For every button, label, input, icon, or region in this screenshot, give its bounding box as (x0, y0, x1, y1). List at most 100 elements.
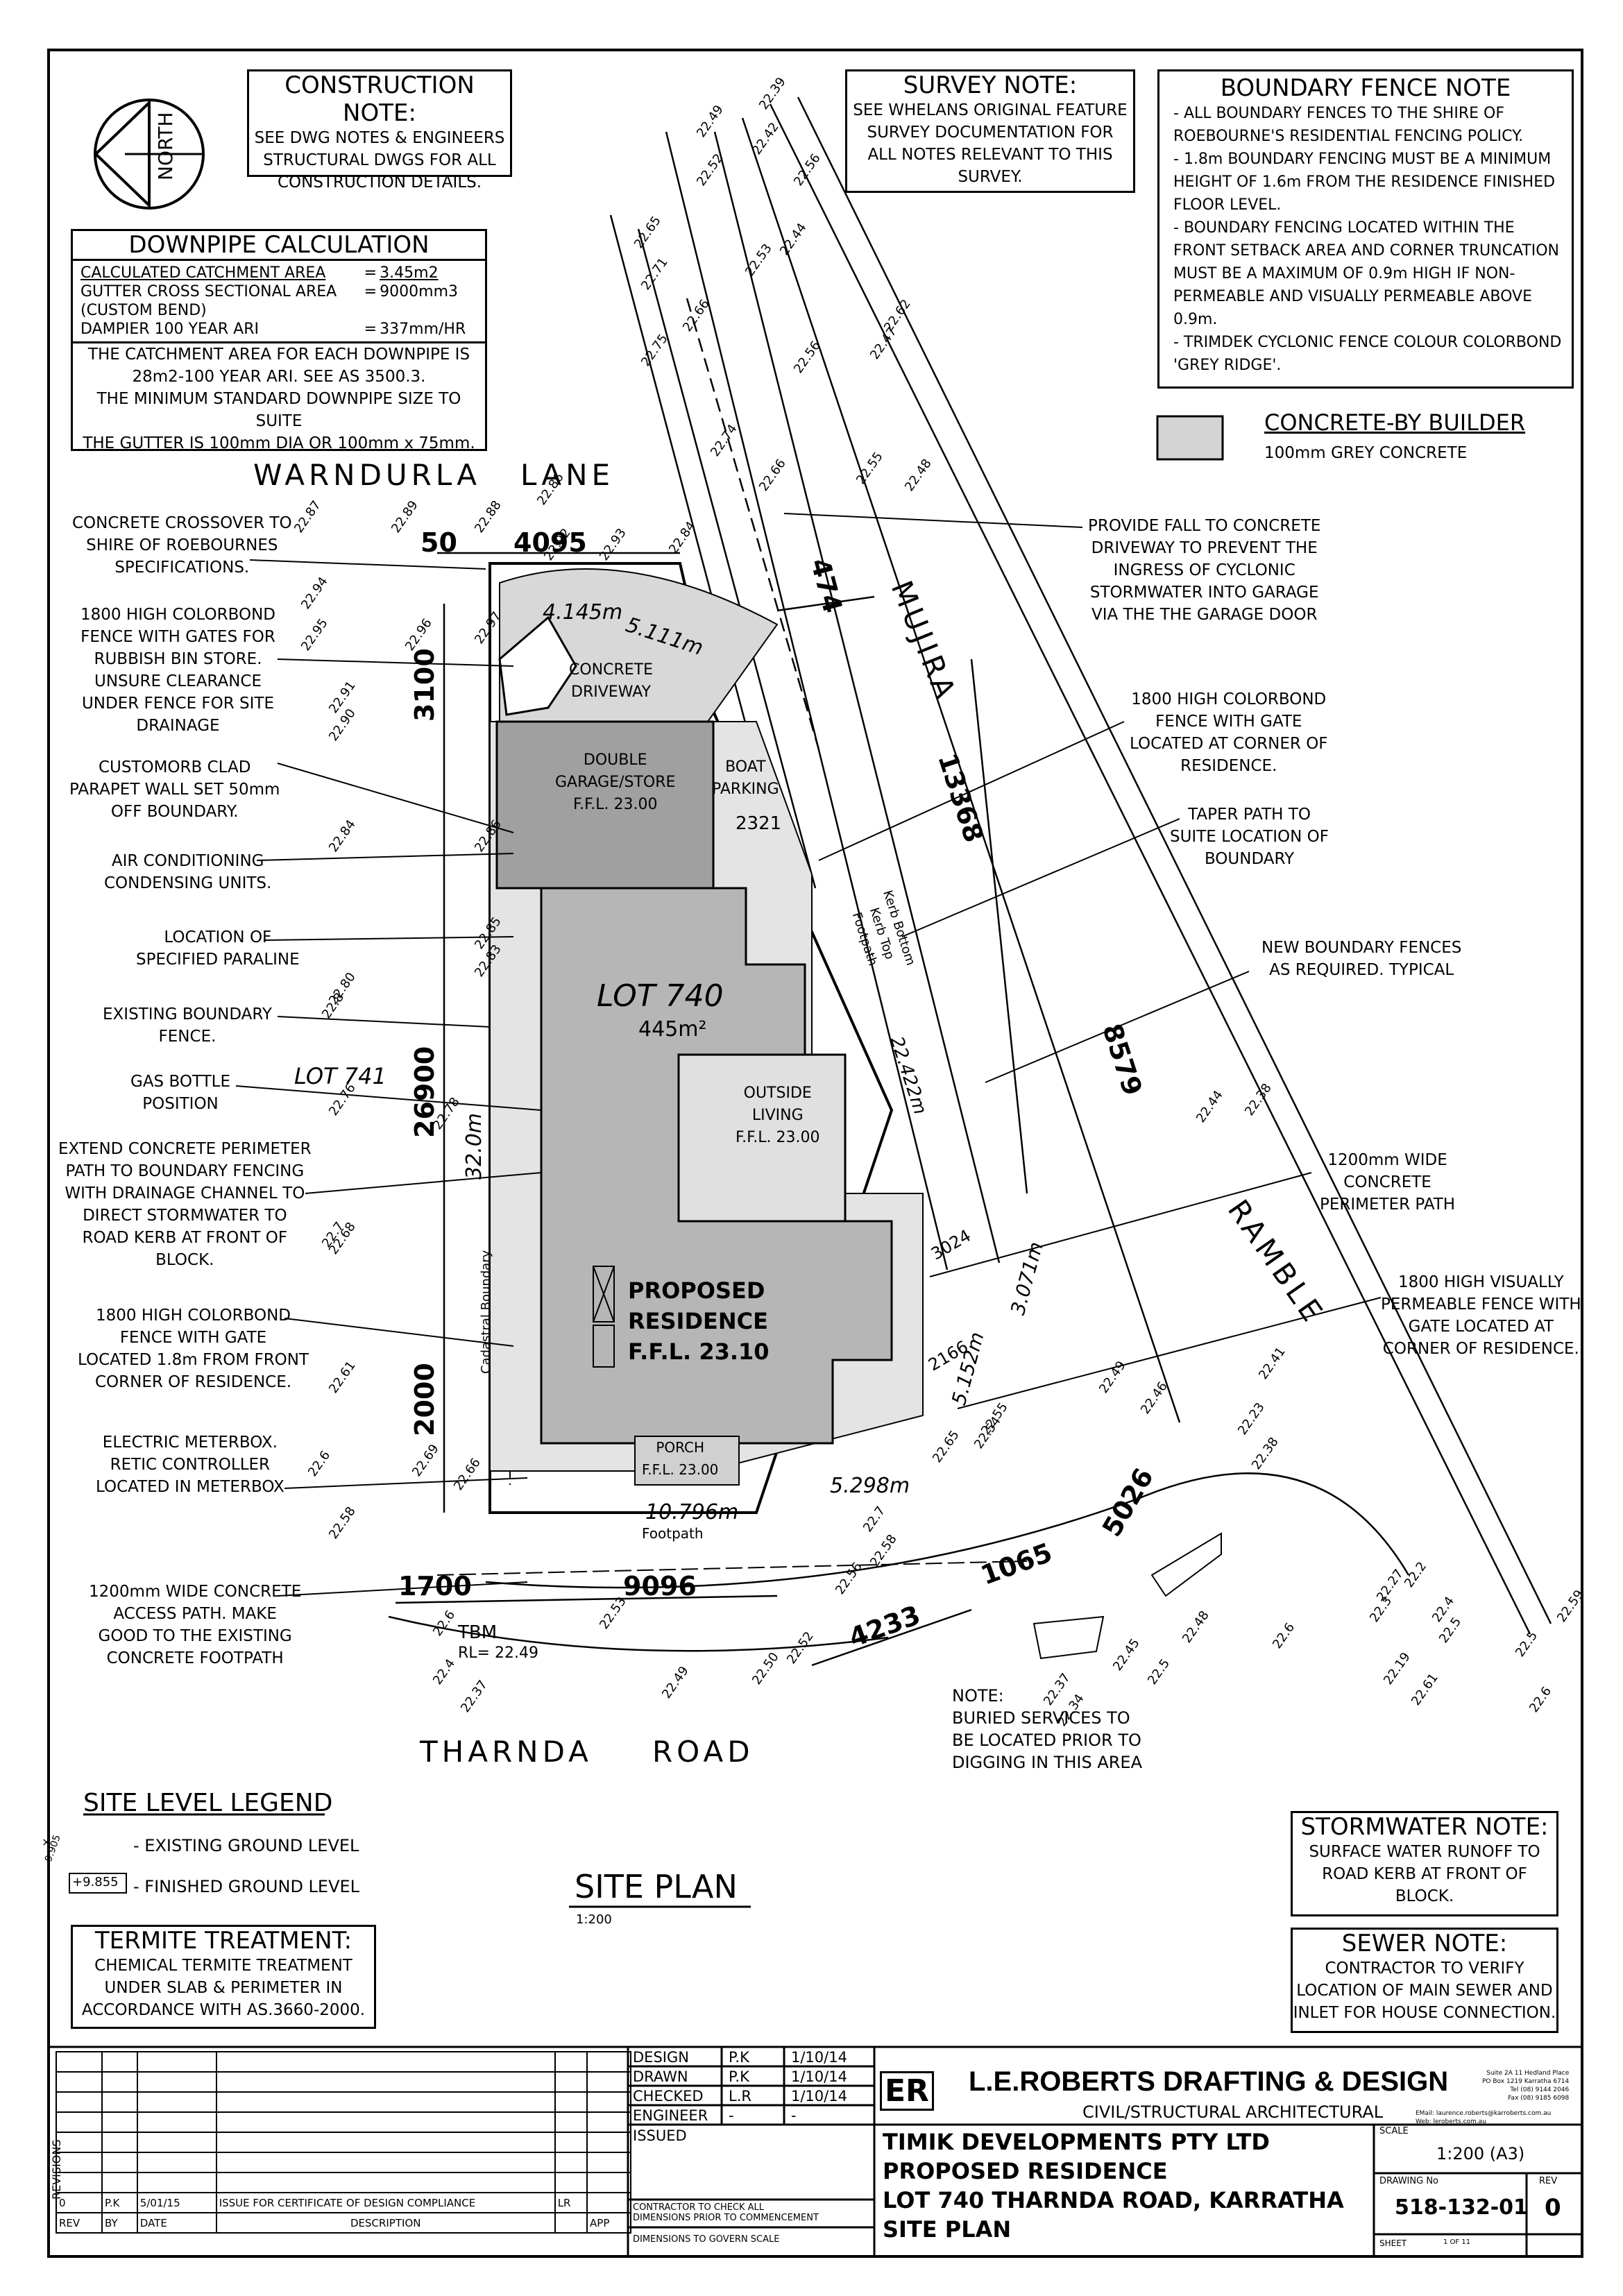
contractor-note: CONTRACTOR TO CHECK ALL DIMENSIONS PRIOR… (633, 2202, 819, 2223)
dim-50: 50 (420, 527, 457, 558)
downpipe-title: DOWNPIPE CALCULATION (73, 231, 485, 261)
stormwater-line: SURFACE WATER RUNOFF TO (1309, 1843, 1540, 1861)
dim-2000: 2000 (409, 1363, 440, 1436)
boundary-fence-note: BOUNDARY FENCE NOTE ALL BOUNDARY FENCES … (1157, 69, 1574, 389)
downpipe-row-label: DAMPIER 100 YEAR ARI (80, 321, 259, 338)
note-paraline: LOCATION OF SPECIFIED PARALINE (136, 928, 300, 969)
downpipe-row-eq: = (364, 321, 377, 338)
north-arrow-icon (94, 99, 205, 210)
site-plan-scale: 1:200 (576, 1912, 612, 1927)
boundary-fence-note-title: BOUNDARY FENCE NOTE (1220, 74, 1511, 102)
downpipe-footer: 28m2-100 YEAR ARI. SEE AS 3500.3. (132, 368, 426, 386)
street-road: ROAD (652, 1735, 754, 1769)
construction-note-line: STRUCTURAL DWGS FOR ALL (263, 151, 496, 169)
signoff-who: P.K (729, 2068, 749, 2085)
rev-header: REV (55, 2212, 103, 2234)
bin-store (498, 615, 577, 716)
sheet-label: SHEET (1379, 2238, 1407, 2248)
downpipe-row-eq: = (364, 264, 377, 282)
rev-date: 5/01/15 (136, 2192, 217, 2213)
dim-3100: 3100 (409, 648, 440, 722)
outside-living-label: OUTSIDE LIVING F.F.L. 23.00 (736, 1085, 820, 1146)
boundary-fence-item: BOUNDARY FENCING LOCATED WITHIN THE FRON… (1173, 216, 1565, 331)
dim-4095: 4095 (513, 527, 587, 558)
survey-note-line: ALL NOTES RELEVANT TO THIS (867, 146, 1113, 164)
lot-label: LOT 740 (597, 978, 724, 1014)
stormwater-line: BLOCK. (1395, 1887, 1454, 1905)
len-4145: 4.145m (543, 600, 623, 624)
boundary-fence-item: TRIMDEK CYCLONIC FENCE COLOUR COLORBOND … (1173, 331, 1565, 377)
rev-header (554, 2212, 588, 2234)
project-line: SITE PLAN (883, 2216, 1012, 2243)
signoff-who: L.R (729, 2088, 751, 2104)
project-line: LOT 740 THARNDA ROAD, KARRATHA (883, 2187, 1344, 2213)
termite-line: UNDER SLAB & PERIMETER IN (104, 1979, 343, 1997)
scale-value: 1:200 (A3) (1436, 2144, 1525, 2163)
porch (634, 1436, 740, 1486)
rev-header: APP (586, 2212, 631, 2234)
buried-services-note: NOTE: BURIED SERVICES TO BE LOCATED PRIO… (952, 1686, 1142, 1772)
note-new-fences: NEW BOUNDARY FENCES AS REQUIRED. TYPICAL (1261, 939, 1462, 979)
downpipe-row-value: 9000mm3 (380, 283, 459, 300)
survey-note-title: SURVEY NOTE: (903, 71, 1078, 99)
rev-chk: LR (554, 2192, 588, 2213)
note-aircon: AIR CONDITIONING CONDENSING UNITS. (104, 852, 272, 892)
dim-1700: 1700 (398, 1571, 472, 1601)
legend-title: SITE LEVEL LEGEND (83, 1789, 333, 1817)
boundary-fence-item: ALL BOUNDARY FENCES TO THE SHIRE OF ROEB… (1173, 102, 1565, 148)
stormwater-note: STORMWATER NOTE: SURFACE WATER RUNOFF TO… (1291, 1811, 1558, 1916)
termite-line: ACCORDANCE WITH AS.3660-2000. (81, 2001, 366, 2019)
len-32: 32.0m (462, 1112, 486, 1180)
rev-label: REV (1539, 2176, 1558, 2186)
street-warndurla: WARNDURLA (253, 458, 481, 492)
note-parapet: CUSTOMORB CLAD PARAPET WALL SET 50mm OFF… (69, 758, 280, 821)
note-driveway-fall: PROVIDE FALL TO CONCRETE DRIVEWAY TO PRE… (1088, 517, 1321, 624)
company-emails: EMail: laurence.roberts@karroberts.com.a… (1416, 2110, 1552, 2125)
len-10796: 10.796m (645, 1500, 739, 1524)
outside-living (677, 1053, 847, 1223)
stormwater-title: STORMWATER NOTE: (1300, 1813, 1549, 1841)
rev-header: DESCRIPTION (215, 2212, 556, 2234)
downpipe-footer: THE CATCHMENT AREA FOR EACH DOWNPIPE IS (87, 346, 470, 364)
signoff-role: DESIGN (633, 2049, 689, 2066)
note-existing-fence: EXISTING BOUNDARY FENCE. (103, 1005, 272, 1046)
signoff-role: ENGINEER (633, 2107, 708, 2124)
rev-header: DATE (136, 2212, 217, 2234)
signoff-date: 1/10/14 (791, 2088, 847, 2104)
street-lane: LANE (520, 458, 615, 492)
signoff-role: DRAWN (633, 2068, 688, 2085)
construction-note-line: CONSTRUCTION DETAILS. (277, 173, 482, 192)
downpipe-footer: THE GUTTER IS 100mm DIA OR 100mm x 75mm. (83, 434, 475, 452)
company-logo: ER (880, 2071, 934, 2111)
dims-note: DIMENSIONS TO GOVERN SCALE (633, 2234, 780, 2245)
survey-note-line: SURVEY. (958, 168, 1023, 186)
signoff-who: - (729, 2107, 734, 2124)
rev-value: 0 (1545, 2194, 1561, 2222)
revision-table: 0 P.K 5/01/15 ISSUE FOR CERTIFICATE OF D… (55, 2051, 631, 2234)
title-block-frame (47, 2046, 1583, 2258)
note-bin-fence: 1800 HIGH COLORBOND FENCE WITH GATES FOR… (80, 606, 275, 735)
dimension-lines (395, 552, 1028, 1667)
rev-desc: ISSUE FOR CERTIFICATE OF DESIGN COMPLIAN… (215, 2192, 556, 2213)
stormwater-line: ROAD KERB AT FRONT OF (1322, 1865, 1527, 1883)
project-line: TIMIK DEVELOPMENTS PTY LTD (883, 2129, 1270, 2155)
legend-finished-sample: +9.855 (72, 1875, 119, 1889)
revision-row: 0 P.K 5/01/15 ISSUE FOR CERTIFICATE OF D… (55, 2192, 631, 2213)
downpipe-calculation: DOWNPIPE CALCULATION CALCULATED CATCHMEN… (71, 229, 487, 452)
lot741-label: LOT 741 (294, 1063, 386, 1089)
survey-note-line: SURVEY DOCUMENTATION FOR (867, 124, 1114, 142)
downpipe-footer: THE MINIMUM STANDARD DOWNPIPE SIZE TO SU… (96, 390, 461, 430)
signoff-date: 1/10/14 (791, 2068, 847, 2085)
company-subtitle: CIVIL/STRUCTURAL ARCHITECTURAL (1082, 2102, 1384, 2122)
boundary-fence-item: 1.8m BOUNDARY FENCING MUST BE A MINIMUM … (1173, 148, 1565, 216)
concrete-legend-title: CONCRETE-BY BUILDER (1264, 409, 1526, 436)
leader-lines-right (783, 513, 1382, 1409)
downpipe-row-label: CALCULATED CATCHMENT AREA (80, 264, 326, 282)
signoff-who: P.K (729, 2049, 749, 2066)
len-2321: 2321 (736, 813, 782, 834)
svg-text:×: × (42, 1835, 51, 1848)
sewer-title: SEWER NOTE: (1341, 1930, 1508, 1957)
note-gate-corner: 1800 HIGH COLORBOND FENCE WITH GATE LOCA… (1130, 690, 1328, 775)
leader-lines-left (235, 559, 542, 1597)
